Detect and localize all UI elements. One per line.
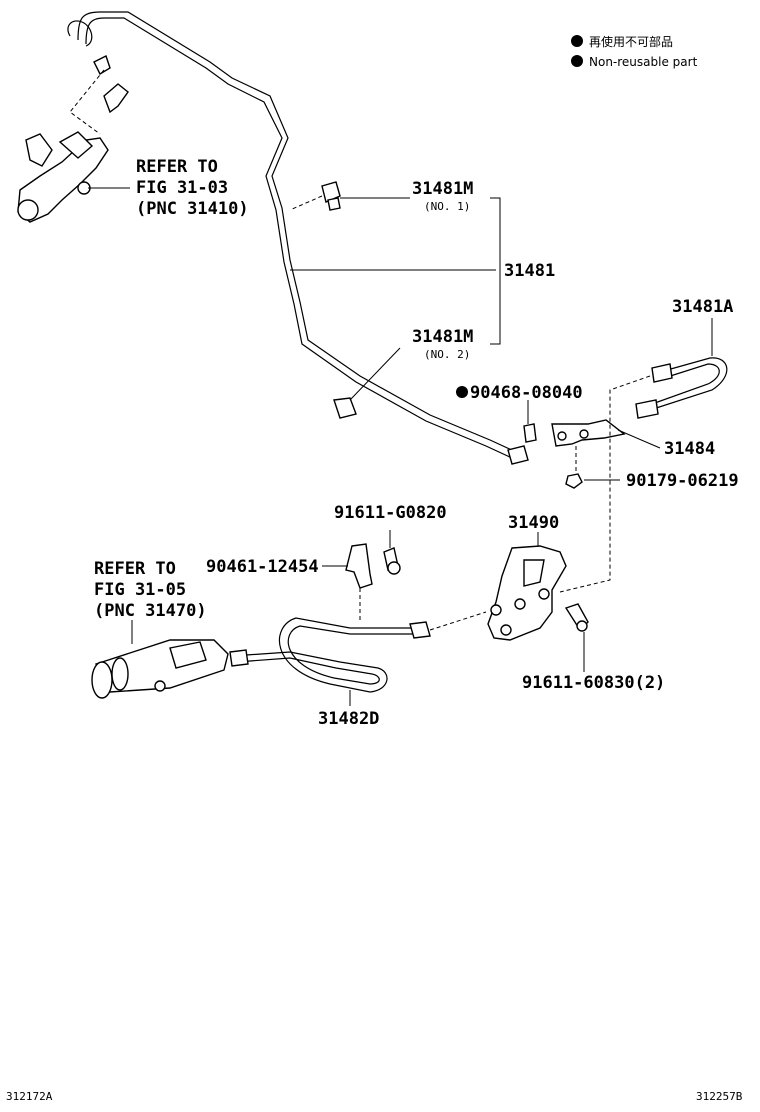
refer-upper-line1: REFER TO (136, 157, 218, 177)
bolt-91611-60830[interactable] (564, 603, 589, 672)
label-91611-60830[interactable]: 91611-60830(2) (522, 673, 665, 693)
label-31481[interactable]: 31481 (504, 261, 555, 281)
label-31490[interactable]: 31490 (508, 513, 559, 533)
clutch-master-cylinder (17, 55, 129, 223)
refer-lower[interactable]: REFER TO FIG 31-05 (PNC 31470) (94, 559, 207, 621)
clip-90468-08040[interactable] (523, 400, 537, 443)
refer-lower-line1: REFER TO (94, 559, 176, 579)
alignment-line (559, 375, 651, 593)
bolt-91611-G0820[interactable] (383, 530, 401, 575)
clip-31481M-no2[interactable] (333, 347, 401, 419)
non-reusable-marker-icon (456, 386, 468, 398)
note-31481M-no1: (NO. 1) (424, 200, 470, 213)
legend: 再使用不可部品 Non-reusable part (571, 34, 698, 69)
label-31481A[interactable]: 31481A (672, 297, 733, 317)
flexible-hose-31481A[interactable] (635, 318, 728, 419)
non-reusable-bullet-icon (571, 55, 583, 67)
clip-31481M-no1[interactable] (289, 181, 341, 211)
footer-left-code: 312172A (6, 1090, 53, 1103)
clutch-line-tube-31482D[interactable] (229, 611, 487, 706)
legend-english: Non-reusable part (589, 55, 698, 69)
label-91611-G0820[interactable]: 91611-G0820 (334, 503, 447, 523)
legend-japanese: 再使用不可部品 (589, 34, 673, 49)
refer-upper-line3: (PNC 31410) (136, 199, 249, 219)
refer-upper[interactable]: REFER TO FIG 31-03 (PNC 31410) (136, 157, 249, 219)
release-cylinder-bracket-31490[interactable] (487, 532, 567, 641)
label-31481M-no1[interactable]: 31481M (412, 179, 473, 199)
non-reusable-bullet-icon (571, 35, 583, 47)
label-90179-06219[interactable]: 90179-06219 (626, 471, 739, 491)
note-31481M-no2: (NO. 2) (424, 348, 470, 361)
footer-right-code: 312257B (696, 1090, 743, 1103)
clutch-line-tube-31481[interactable] (67, 11, 529, 465)
label-90468-08040[interactable]: 90468-08040 (470, 383, 583, 403)
label-31482D[interactable]: 31482D (318, 709, 379, 729)
refer-lower-line3: (PNC 31470) (94, 601, 207, 621)
clip-90461-12454[interactable] (322, 543, 373, 620)
label-90461-12454[interactable]: 90461-12454 (206, 557, 319, 577)
bracket-31481-group (490, 197, 501, 345)
refer-upper-line2: FIG 31-03 (136, 178, 228, 198)
refer-lower-line2: FIG 31-05 (94, 580, 186, 600)
nut-90179-06219[interactable] (565, 446, 620, 489)
clutch-release-cylinder (91, 620, 229, 699)
tube-end-fitting (507, 445, 529, 465)
bracket-31484[interactable] (551, 419, 661, 449)
label-31481M-no2[interactable]: 31481M (412, 327, 473, 347)
label-31484[interactable]: 31484 (664, 439, 715, 459)
